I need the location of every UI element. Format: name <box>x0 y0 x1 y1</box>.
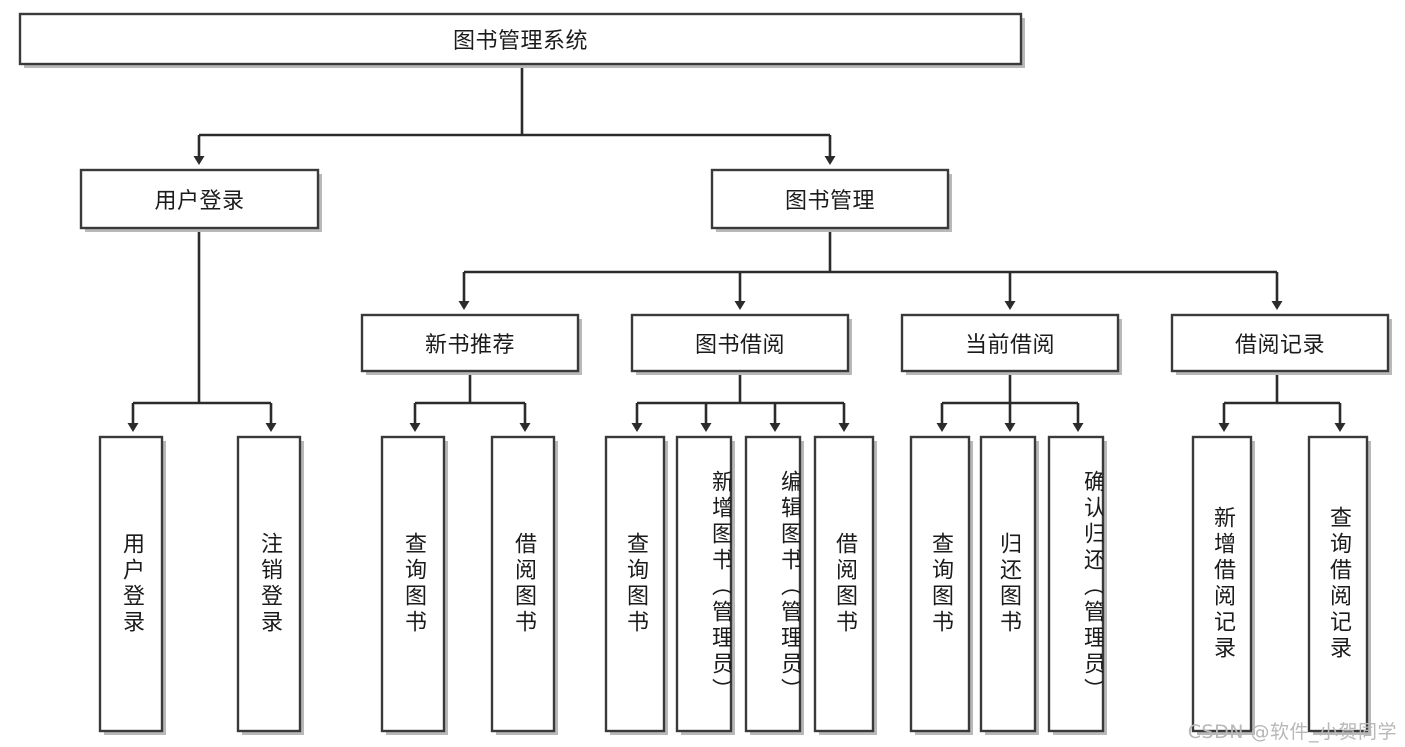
node-box-leaf-add-record[interactable] <box>1191 435 1253 733</box>
node-box-leaf-query-book-2[interactable] <box>604 435 666 733</box>
node-boxes <box>18 12 1392 735</box>
node-box-leaf-user-logout[interactable] <box>236 435 302 733</box>
connectors <box>127 68 1346 432</box>
node-box-leaf-user-login[interactable] <box>98 435 164 733</box>
node-box-leaf-query-record[interactable] <box>1307 435 1369 733</box>
node-box-user-login[interactable] <box>79 168 320 230</box>
node-box-borrow-record[interactable] <box>1170 313 1390 373</box>
node-box-book-borrow[interactable] <box>630 313 850 373</box>
node-box-current-borrow[interactable] <box>900 313 1120 373</box>
node-box-leaf-borrow-book-2[interactable] <box>813 435 875 733</box>
node-box-leaf-borrow-book-1[interactable] <box>490 435 556 733</box>
node-box-leaf-edit-book[interactable] <box>744 435 802 733</box>
node-box-leaf-confirm-return[interactable] <box>1047 435 1105 733</box>
node-box-leaf-query-book-3[interactable] <box>909 435 971 733</box>
node-box-root[interactable] <box>18 12 1023 66</box>
node-box-book-manage[interactable] <box>710 168 950 230</box>
node-box-leaf-add-book[interactable] <box>675 435 733 733</box>
node-box-new-book-recommend[interactable] <box>360 313 580 373</box>
node-box-leaf-return-book[interactable] <box>979 435 1037 733</box>
node-box-leaf-query-book-1[interactable] <box>380 435 446 733</box>
